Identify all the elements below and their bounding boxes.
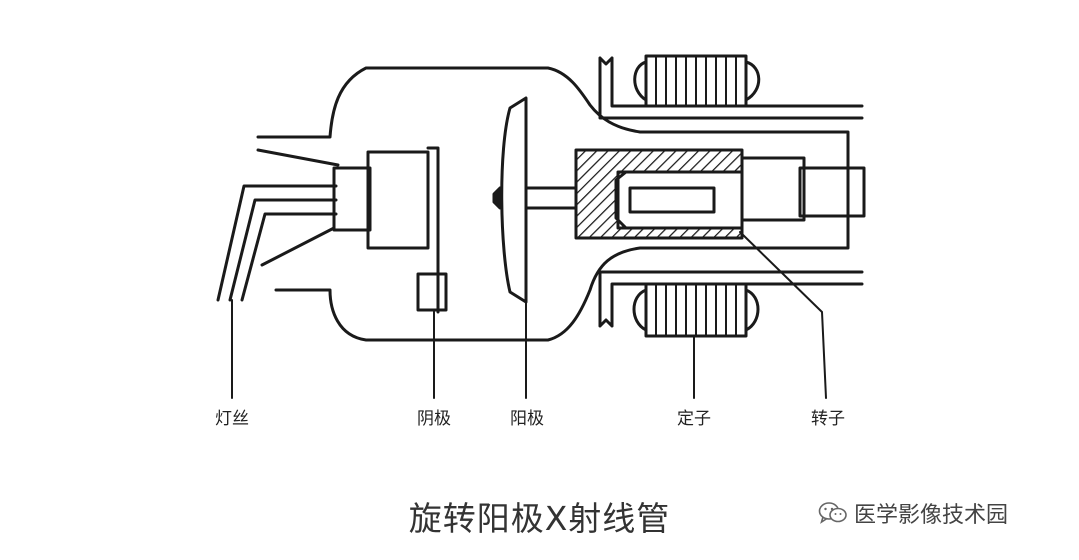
neck-inner-bottom <box>260 226 336 267</box>
anode-disc <box>500 96 528 304</box>
glass-envelope <box>256 66 850 342</box>
stator-top-frame <box>598 56 864 120</box>
cathode-cup <box>426 146 440 314</box>
stator-bottom-coil-ends <box>632 288 760 332</box>
neck-inner-top <box>256 148 340 167</box>
cathode-head <box>366 150 430 250</box>
label-stator: 定子 <box>677 409 711 429</box>
filament-lead-2 <box>228 198 338 302</box>
label-rotor: 转子 <box>811 409 845 429</box>
stator-bottom-windings <box>655 283 737 337</box>
stator-top-coil-ends <box>633 60 761 102</box>
anode-nut <box>492 186 502 210</box>
wechat-icon <box>818 501 848 525</box>
cathode-support <box>416 272 448 312</box>
watermark: 医学影像技术园 <box>818 497 1008 529</box>
stator-top-windings <box>655 55 737 107</box>
filament-lead-3 <box>240 212 338 302</box>
rotor-hatched-housing <box>574 148 744 240</box>
figure-caption: 旋转阳极X射线管 <box>408 499 671 538</box>
leader-rotor <box>739 231 827 399</box>
label-anode: 阳极 <box>510 409 544 429</box>
rotor-inner-cavity <box>616 170 744 230</box>
anode-terminal <box>798 166 866 218</box>
stator-bottom-frame <box>598 270 864 328</box>
rotor-bearing-rod <box>628 186 716 214</box>
watermark-text: 医学影像技术园 <box>854 503 1009 528</box>
rotor-shaft-housing <box>740 156 806 222</box>
filament-lead-1 <box>216 184 338 302</box>
cathode-stem <box>332 166 372 232</box>
anode-shaft <box>524 186 578 210</box>
label-filament: 灯丝 <box>215 409 249 429</box>
label-cathode: 阴极 <box>417 409 451 429</box>
